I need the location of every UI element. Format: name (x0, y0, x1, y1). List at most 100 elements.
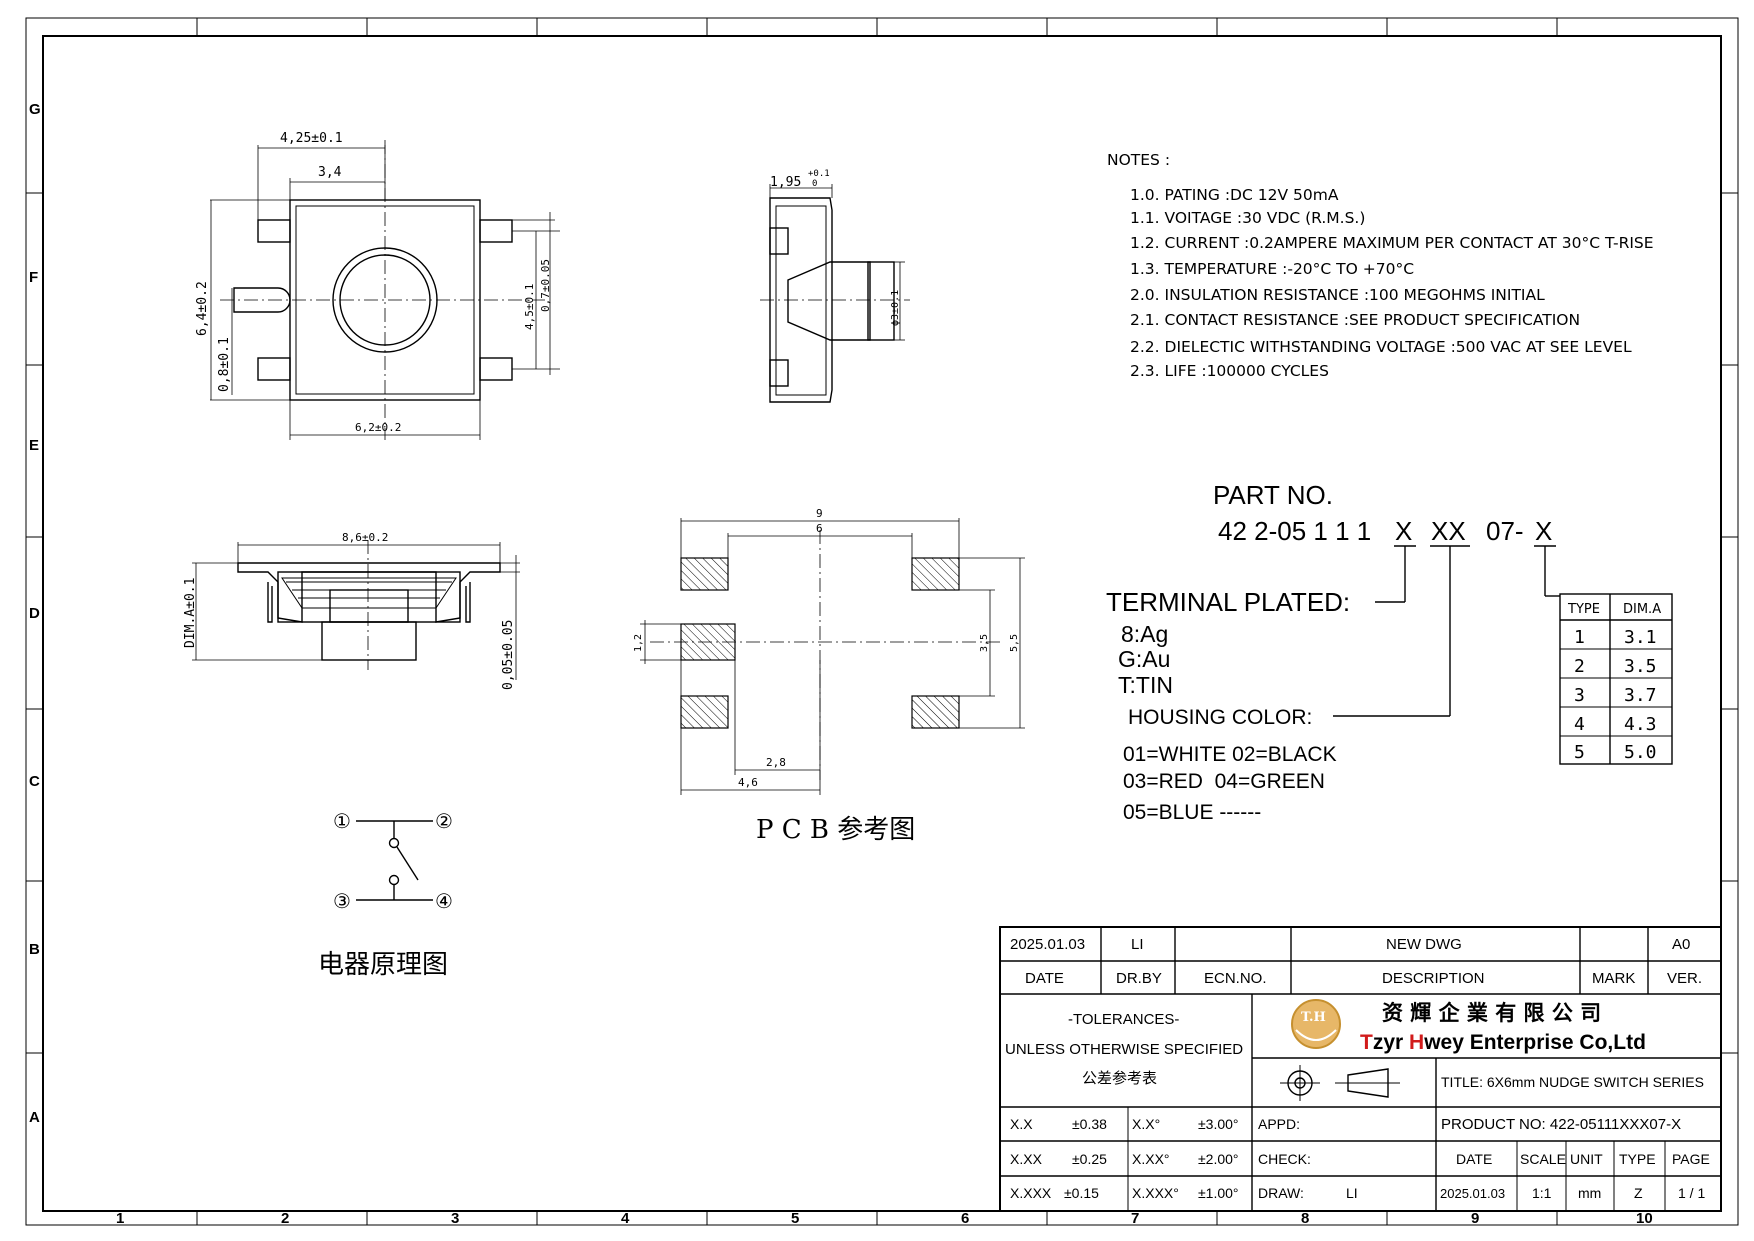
header-ecn: ECN.NO. (1204, 970, 1267, 987)
zone-col-5: 5 (791, 1210, 799, 1227)
pcb-pad (911, 695, 960, 729)
header-drawn-by: DR.BY (1116, 970, 1162, 987)
tol-row-value: ±1.00° (1198, 1185, 1239, 1201)
title-block: 2025.01.03 LI NEW DWG A0 DATE DR.BY ECN.… (999, 926, 1722, 1212)
info-header: UNIT (1570, 1151, 1603, 1167)
pin-4: ④ (435, 889, 453, 913)
pcb-dim-1-2: 1,2 (633, 634, 644, 652)
terminal-plated-label: TERMINAL PLATED: (1106, 587, 1350, 617)
dim-peg: 0,8±0.1 (217, 337, 232, 392)
pcb-caption: P C B 参考图 (756, 815, 915, 845)
part-number-section: PART NO. 42 2-05 1 1 1 X XX 07- X TERMIN… (1106, 480, 1673, 824)
info-value: 1 / 1 (1678, 1185, 1705, 1201)
part-no-prefix: 42 2-05 1 1 1 (1218, 516, 1378, 546)
revision-date: 2025.01.03 (1010, 936, 1085, 953)
zone-row-b: B (29, 941, 40, 958)
note-line: 2.0. INSULATION RESISTANCE :100 MEGOHMS … (1130, 286, 1545, 304)
pcb-pad (680, 695, 729, 729)
zone-row-e: E (29, 437, 39, 454)
zone-col-2: 2 (281, 1210, 289, 1227)
info-header: PAGE (1672, 1151, 1710, 1167)
zone-row-d: D (29, 605, 40, 622)
tol-row-label: X.XX (1010, 1151, 1043, 1167)
zone-row-c: C (29, 773, 40, 790)
info-value: 1:1 (1532, 1185, 1552, 1201)
type-cell: 2 (1574, 656, 1585, 677)
dim-body-width: 6,2±0.2 (355, 421, 401, 434)
sheet-frame: 1 2 3 4 5 6 7 8 9 10 G F E D C B A (25, 17, 1739, 1227)
dim-inner-width: 3,4 (318, 165, 342, 180)
type-cell: 3 (1574, 685, 1585, 706)
pcb-dim-2-8: 2,8 (766, 756, 786, 769)
header-version: VER. (1667, 970, 1702, 987)
pcb-layout: 9 6 1,2 3,5 5,5 2,8 4,6 P C B 参考图 (633, 507, 1025, 845)
pin-1: ① (333, 809, 351, 833)
housing-color-label: HOUSING COLOR: (1128, 706, 1312, 729)
side-dim-actuator: ϕ3±0.1 (890, 290, 901, 326)
zone-col-3: 3 (451, 1210, 459, 1227)
logo-text: T.H (1301, 1010, 1326, 1025)
terminal-option: 8:Ag (1121, 621, 1168, 647)
pcb-dim-6: 6 (816, 522, 823, 535)
checked-label: CHECK: (1258, 1151, 1311, 1167)
dim-height: 6,4±0.2 (195, 281, 210, 336)
type-cell: 3.1 (1624, 627, 1657, 648)
info-header: SCALE (1520, 1151, 1566, 1167)
type-table: TYPE DIM.A 1 3.1 2 3.5 3 3.7 4 4.3 5 5.0 (1559, 593, 1673, 765)
front-dim-width: 8,6±0.2 (342, 531, 388, 544)
type-cell: 5 (1574, 742, 1585, 763)
housing-option: 01=WHITE 02=BLACK (1123, 743, 1337, 766)
notes-heading: NOTES : (1107, 151, 1170, 169)
side-dim-top-upper-tol: +0.1 (808, 169, 830, 179)
housing-option: 03=RED 04=GREEN (1123, 770, 1325, 793)
tol-row-value: ±2.00° (1198, 1151, 1239, 1167)
part-no-suffix: 07- (1486, 516, 1524, 546)
info-header: TYPE (1619, 1151, 1656, 1167)
part-no-type-code: X (1535, 516, 1552, 546)
tol-row-value: ±0.38 (1072, 1116, 1107, 1132)
zone-col-4: 4 (621, 1210, 630, 1227)
note-line: 1.3. TEMPERATURE :-20°C TO +70°C (1130, 260, 1414, 278)
dim-terminal-width: 0,7±0.05 (539, 259, 552, 312)
pin-3: ③ (333, 889, 351, 913)
zone-col-6: 6 (961, 1210, 969, 1227)
projection-symbol (1280, 1065, 1400, 1101)
pcb-pad (680, 557, 729, 591)
revision-version: A0 (1672, 936, 1690, 953)
notes: NOTES : 1.0. PATING :DC 12V 50mA 1.1. VO… (1107, 151, 1654, 380)
note-line: 1.0. PATING :DC 12V 50mA (1130, 186, 1339, 204)
zone-row-a: A (29, 1109, 40, 1126)
tol-row-value: ±3.00° (1198, 1116, 1239, 1132)
type-cell: 1 (1574, 627, 1585, 648)
type-cell: 5.0 (1624, 742, 1657, 763)
side-view: 1,95 +0.1 0 ϕ3±0.1 (760, 169, 910, 403)
zone-col-8: 8 (1301, 1210, 1309, 1227)
type-cell: 3.7 (1624, 685, 1657, 706)
info-value: 2025.01.03 (1440, 1186, 1505, 1201)
info-value: Z (1634, 1185, 1643, 1201)
terminal-option: T:TIN (1118, 672, 1173, 698)
pcb-dim-9: 9 (816, 507, 823, 520)
pcb-dim-3-5: 3,5 (979, 634, 990, 652)
tol-row-label: X.X (1010, 1116, 1033, 1132)
tol-row-value: ±0.25 (1072, 1151, 1107, 1167)
pcb-dim-5-5: 5,5 (1009, 634, 1020, 652)
dim-terminal-pitch: 4,5±0.1 (523, 284, 536, 330)
part-no-color-code: XX (1431, 516, 1466, 546)
tolerances-chinese: 公差参考表 (1082, 1069, 1157, 1087)
info-header: DATE (1456, 1151, 1492, 1167)
pcb-pad (911, 557, 960, 591)
type-table-header: TYPE (1567, 602, 1600, 617)
front-dim-thickness: 0,05±0.05 (501, 620, 516, 690)
side-dim-top: 1,95 (770, 175, 801, 190)
header-description: DESCRIPTION (1382, 970, 1485, 987)
tolerances-subtitle: UNLESS OTHERWISE SPECIFIED (1005, 1041, 1243, 1058)
tol-row-label: X.X° (1132, 1116, 1160, 1132)
zone-col-1: 1 (116, 1210, 124, 1227)
revision-drawn-by: LI (1131, 936, 1144, 953)
drawing-title: TITLE: 6X6mm NUDGE SWITCH SERIES (1441, 1074, 1704, 1090)
pin-2: ② (435, 809, 453, 833)
housing-option: 05=BLUE ------ (1123, 801, 1261, 824)
note-line: 1.1. VOITAGE :30 VDC (R.M.S.) (1130, 209, 1365, 227)
front-view: 8,6±0.2 DIM.A±0.1 0,05±0.05 (183, 531, 520, 690)
